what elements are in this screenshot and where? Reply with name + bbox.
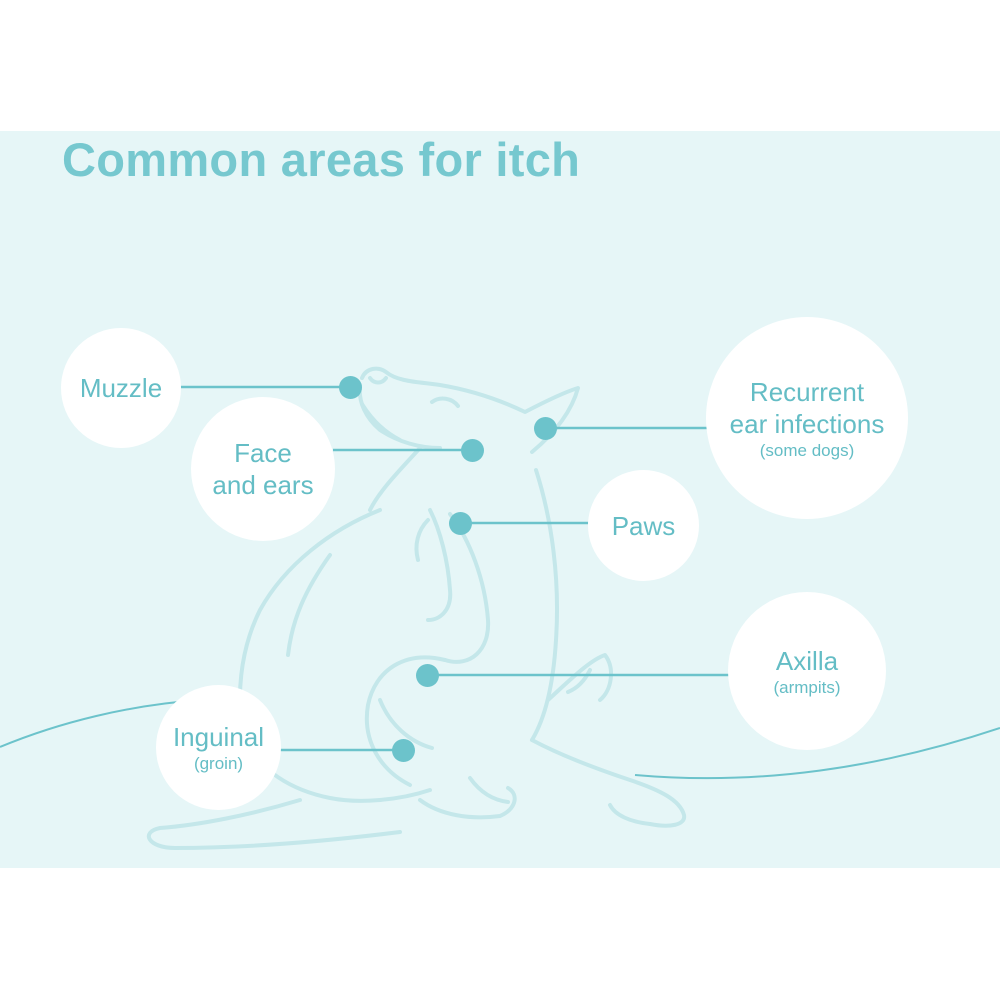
area-sublabel-some-dogs: (some dogs): [759, 440, 855, 460]
label-bubble-axilla: Axilla (armpits): [728, 592, 886, 750]
marker-dot-paws: [448, 511, 472, 535]
marker-dot-inguinal: [391, 738, 415, 762]
label-bubble-inguinal: Inguinal (groin): [156, 685, 281, 810]
marker-dot-axilla: [415, 663, 439, 687]
marker-dot-recurrent-ear-infections: [533, 416, 557, 440]
area-label-axilla: Axilla: [775, 645, 839, 676]
area-sublabel-groin: (groin): [193, 754, 244, 773]
area-label-inguinal: Inguinal: [172, 722, 265, 752]
area-label-face: Face: [234, 438, 292, 468]
area-label-ear-infections: ear infections: [729, 408, 885, 439]
area-label-and-ears: and ears: [212, 470, 314, 500]
label-bubble-muzzle: Muzzle: [61, 328, 181, 448]
marker-dot-face-and-ears: [460, 438, 484, 462]
label-bubble-face-and-ears: Face and ears: [191, 397, 335, 541]
connector-lines: [180, 385, 730, 752]
area-label-recurrent: Recurrent: [749, 376, 865, 407]
marker-dot-muzzle: [338, 375, 362, 399]
area-label-paws: Paws: [611, 510, 676, 541]
area-sublabel-armpits: (armpits): [773, 677, 841, 697]
ground-curve-right: [634, 727, 1000, 780]
label-bubble-recurrent-ear-infections: Recurrent ear infections (some dogs): [706, 317, 908, 519]
page-title: Common areas for itch: [62, 133, 581, 186]
area-label-muzzle: Muzzle: [79, 373, 163, 403]
label-bubble-paws: Paws: [588, 470, 699, 581]
